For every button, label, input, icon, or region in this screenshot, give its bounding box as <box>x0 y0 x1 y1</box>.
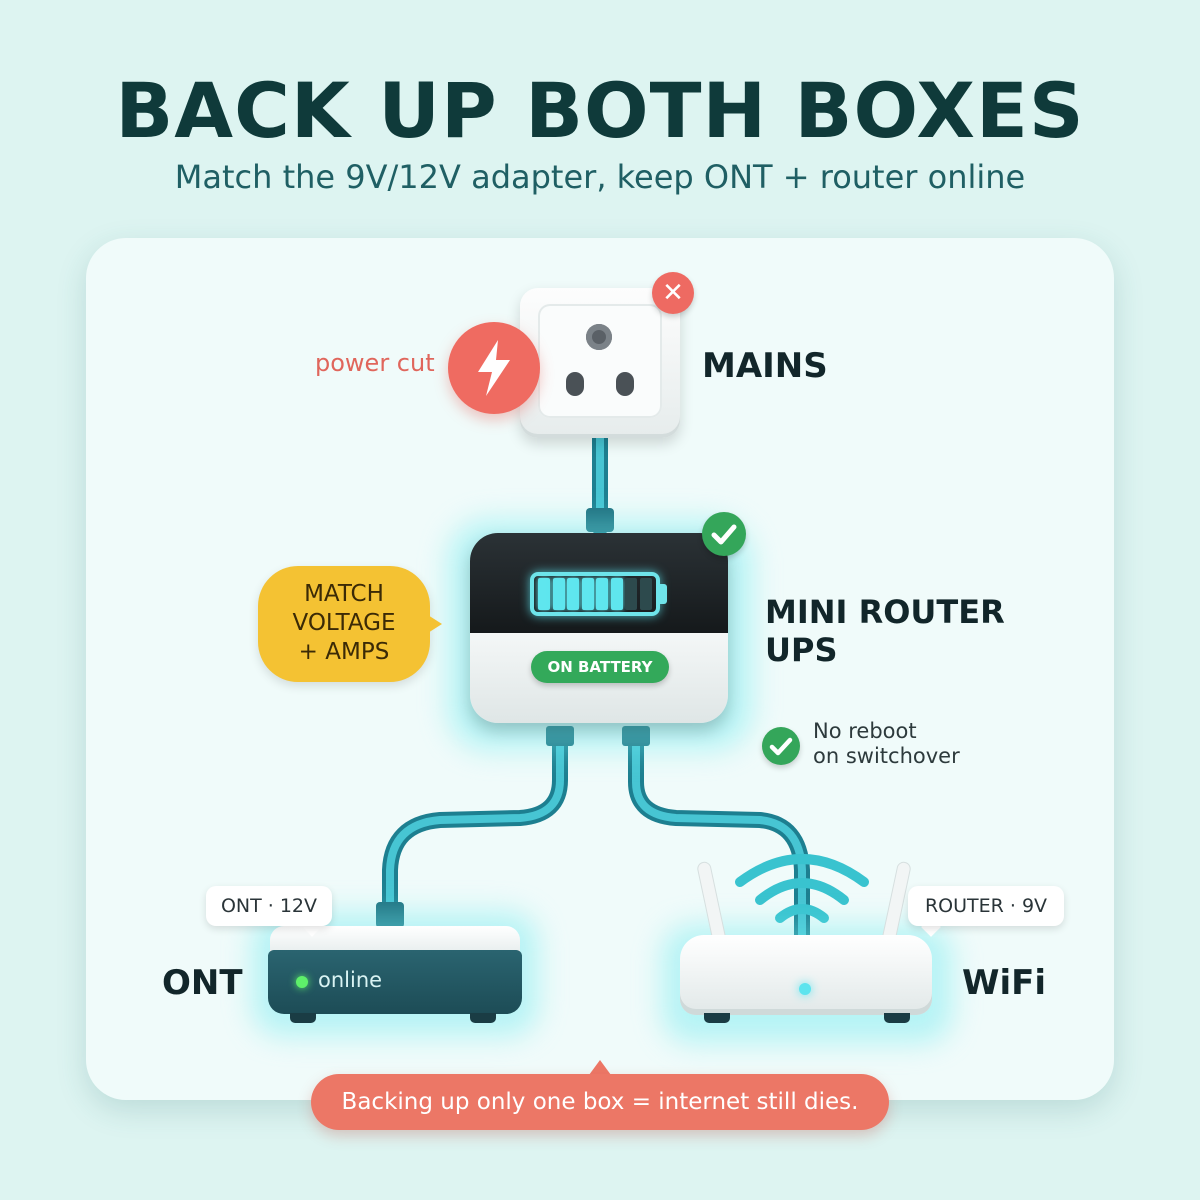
power-cut-label: power cut <box>315 349 435 377</box>
ont-foot <box>470 1013 496 1023</box>
router-foot <box>884 1013 910 1023</box>
callout-line2: VOLTAGE <box>292 610 396 636</box>
status-led-icon <box>799 983 811 995</box>
mini-ups <box>470 533 728 723</box>
ont-foot <box>290 1013 316 1023</box>
battery-cell <box>596 578 608 610</box>
battery-cell <box>625 578 637 610</box>
note-line1: No reboot <box>813 719 917 743</box>
status-led-icon <box>296 976 308 988</box>
ont-status: online <box>318 968 383 992</box>
battery-cell <box>552 578 565 610</box>
wifi-label: WiFi <box>962 963 1047 1003</box>
lightning-icon <box>448 322 540 414</box>
battery-icon <box>530 572 660 616</box>
callout-line3: + AMPS <box>298 639 390 665</box>
callout-tail <box>420 610 442 638</box>
ups-port-left <box>546 726 574 746</box>
ont-device <box>268 950 522 1014</box>
battery-cell <box>581 578 594 610</box>
match-callout: MATCH VOLTAGE + AMPS <box>258 566 430 682</box>
mains-plug <box>586 508 614 532</box>
battery-cell <box>567 578 579 610</box>
warning-tail <box>589 1060 611 1075</box>
ont-label: ONT <box>162 963 243 1003</box>
check-icon <box>702 512 746 556</box>
callout-line1: MATCH <box>304 581 384 607</box>
note-line2: on switchover <box>813 744 960 768</box>
close-icon: ✕ <box>652 272 694 314</box>
battery-cell <box>538 578 550 610</box>
ups-status-badge: ON BATTERY <box>531 651 669 683</box>
mains-label: MAINS <box>702 346 828 386</box>
wifi-router <box>680 935 932 1015</box>
page-title: BACK UP BOTH BOXES <box>115 66 1085 155</box>
no-reboot-note: No reboot on switchover <box>813 719 960 769</box>
wifi-icon <box>735 854 869 923</box>
ont-voltage-tag: ONT · 12V <box>206 886 332 926</box>
battery-cell <box>610 578 623 610</box>
battery-cap <box>660 584 667 604</box>
ups-port-right <box>622 726 650 746</box>
mains-socket <box>520 288 680 438</box>
check-icon <box>762 727 800 765</box>
battery-cell <box>639 578 652 610</box>
warning-banner: Backing up only one box = internet still… <box>311 1074 889 1130</box>
router-foot <box>704 1013 730 1023</box>
page-subtitle: Match the 9V/12V adapter, keep ONT + rou… <box>174 158 1026 196</box>
ups-label: MINI ROUTER UPS <box>765 593 1005 669</box>
ont-plug <box>376 902 404 928</box>
ups-label-line2: UPS <box>765 631 838 669</box>
router-voltage-tag: ROUTER · 9V <box>908 886 1064 926</box>
ups-label-line1: MINI ROUTER <box>765 593 1005 631</box>
